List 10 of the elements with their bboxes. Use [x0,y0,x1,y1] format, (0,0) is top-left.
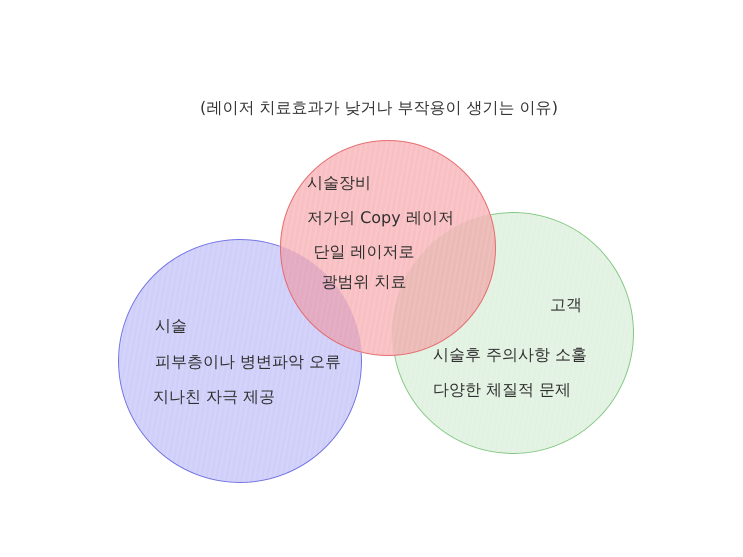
cause-text: 다양한 체질적 문제 [433,380,572,400]
cause-text: 단일 레이저로 광범위 치료 [312,241,416,293]
cause-text: 피부층이나 병변파악 오류 [155,352,342,372]
cause-text: 지나친 자극 제공 [153,387,276,407]
circle-heading: 시술 [155,316,187,336]
circle-heading: 고객 [550,295,582,315]
circle-heading: 시술장비 [307,173,371,193]
diagram-title: (레이저 치료효과가 낮거나 부작용이 생기는 이유) [200,98,558,118]
cause-text: 저가의 Copy 레이저 [307,208,454,228]
cause-text: 시술후 주의사항 소홀 [433,345,588,365]
